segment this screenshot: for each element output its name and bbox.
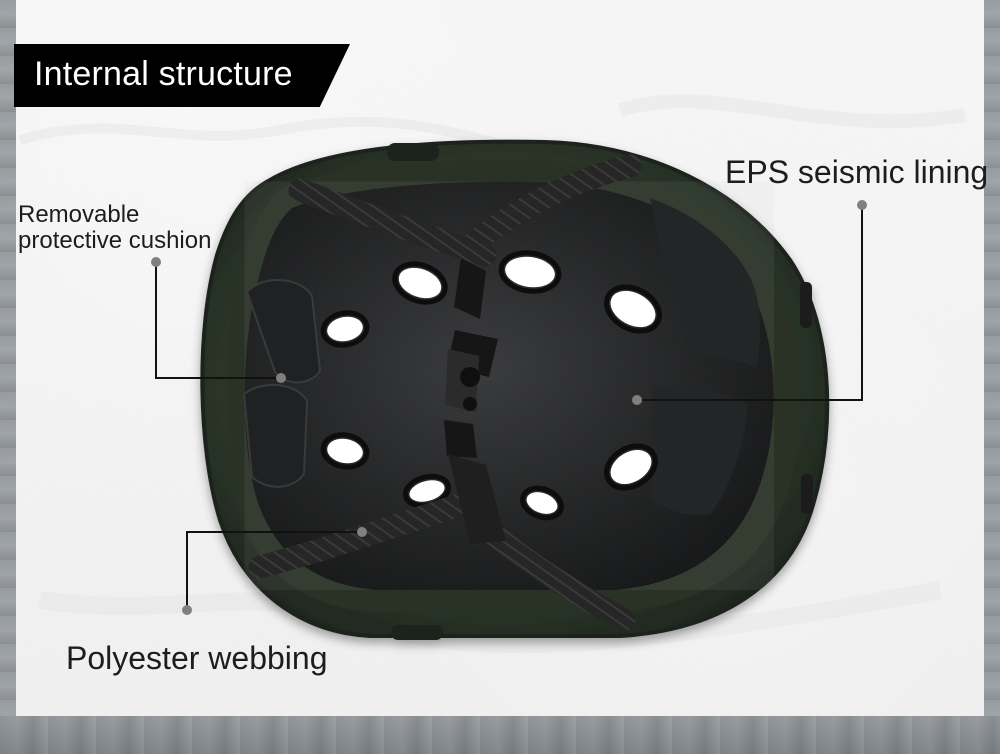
page-title: Internal structure: [34, 55, 293, 93]
removable-label-line-1: Removable: [18, 201, 140, 228]
eps-lining-label: EPS seismic lining: [725, 154, 989, 190]
removable-label-line-2: protective cushion: [18, 227, 212, 254]
helmet-interior: [242, 154, 774, 632]
title-banner: Internal structure: [14, 44, 350, 107]
polyester-webbing-label: Polyester webbing: [66, 640, 328, 676]
right-edge-texture: [984, 0, 1000, 716]
bottom-texture-strip: [0, 716, 1000, 754]
left-edge-texture: [0, 0, 16, 716]
